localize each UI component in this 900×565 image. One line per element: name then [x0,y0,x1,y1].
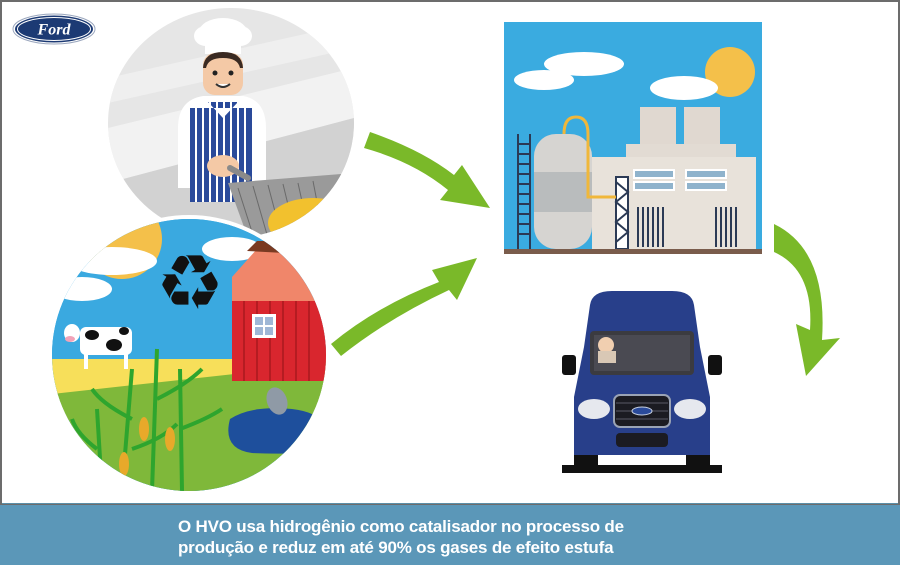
refinery-illustration [504,22,762,254]
caption-bar: O HVO usa hidrogênio como catalisador no… [0,505,900,565]
ford-logo-icon: Ford [12,13,96,45]
recycle-icon: ♻ [156,238,224,327]
caption-line-1: O HVO usa hidrogênio como catalisador no… [178,517,624,536]
diagram-canvas: Ford [2,2,898,504]
caption-text: O HVO usa hidrogênio como catalisador no… [178,516,624,558]
arrow-farm-to-refinery-icon [331,258,477,356]
svg-text:Ford: Ford [37,22,72,39]
arrow-refinery-to-van-icon [774,224,840,376]
farm-biomass-illustration: ♻ [48,215,330,495]
caption-line-2: produção e reduz em até 90% os gases de … [178,538,614,557]
ford-van-illustration [552,287,732,477]
chef-cooking-illustration [108,8,354,238]
arrow-to-refinery-icon [364,132,490,208]
svg-text:♻: ♻ [156,238,224,327]
